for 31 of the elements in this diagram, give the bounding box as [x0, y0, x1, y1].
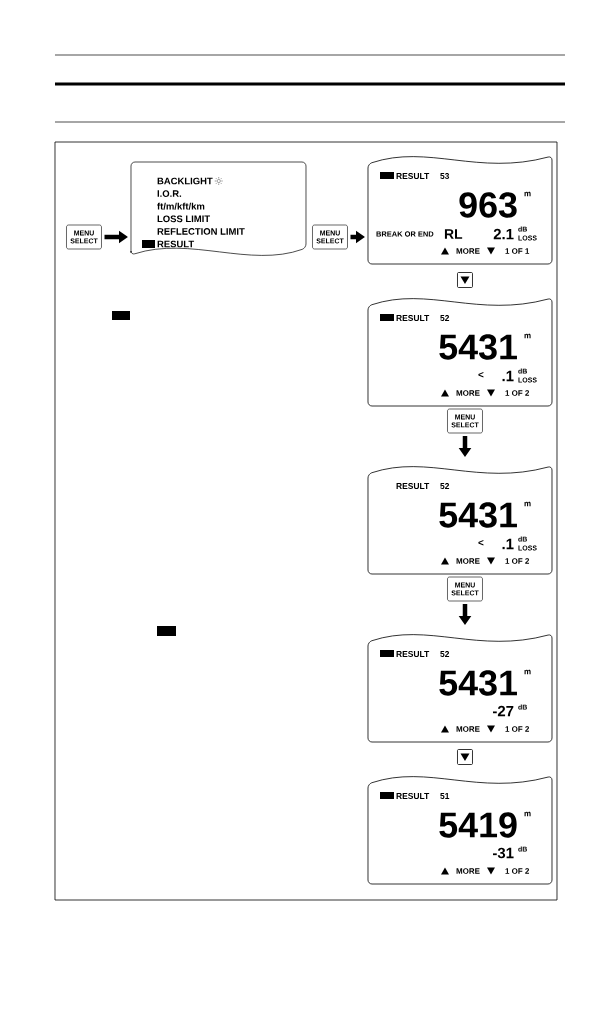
result-label: RESULT [396, 483, 430, 489]
result-label: RESULT [396, 315, 430, 321]
rl-label: RL [444, 229, 463, 239]
screen-number: 52 [440, 315, 450, 321]
distance-reading: 5431 [439, 502, 517, 528]
down-arrow-key [457, 272, 473, 288]
menu-item: I.O.R. [157, 190, 182, 197]
menu-item: REFLECTION LIMIT [157, 228, 245, 235]
result-label: RESULT [396, 651, 430, 657]
screen-number: 53 [440, 173, 450, 179]
less-than-sign: < [478, 372, 484, 378]
screen-number: 51 [440, 793, 450, 799]
down-arrow-key [457, 749, 473, 765]
loss-reading: 2.1 [493, 228, 514, 240]
menu-item: ft/m/kft/km [157, 202, 205, 210]
distance-reading: 5431 [439, 670, 517, 696]
reflectance-reading: -27 [493, 705, 514, 717]
loss-reading: .1 [502, 538, 514, 550]
result-label: RESULT [396, 793, 430, 799]
distance-reading: 5419 [439, 812, 517, 838]
menu-item: BACKLIGHT [157, 177, 213, 185]
reflectance-reading: -31 [493, 847, 514, 859]
screen-number: 52 [440, 483, 450, 489]
distance-reading: 963 [459, 192, 517, 218]
result-label: RESULT [396, 173, 430, 179]
loss-reading: .1 [502, 370, 514, 382]
screen-number: 52 [440, 651, 450, 657]
menu-item: LOSS LIMIT [157, 215, 210, 223]
distance-reading: 5431 [439, 334, 517, 360]
menu-item: RESULT [157, 240, 195, 248]
less-than-sign: < [478, 540, 484, 546]
